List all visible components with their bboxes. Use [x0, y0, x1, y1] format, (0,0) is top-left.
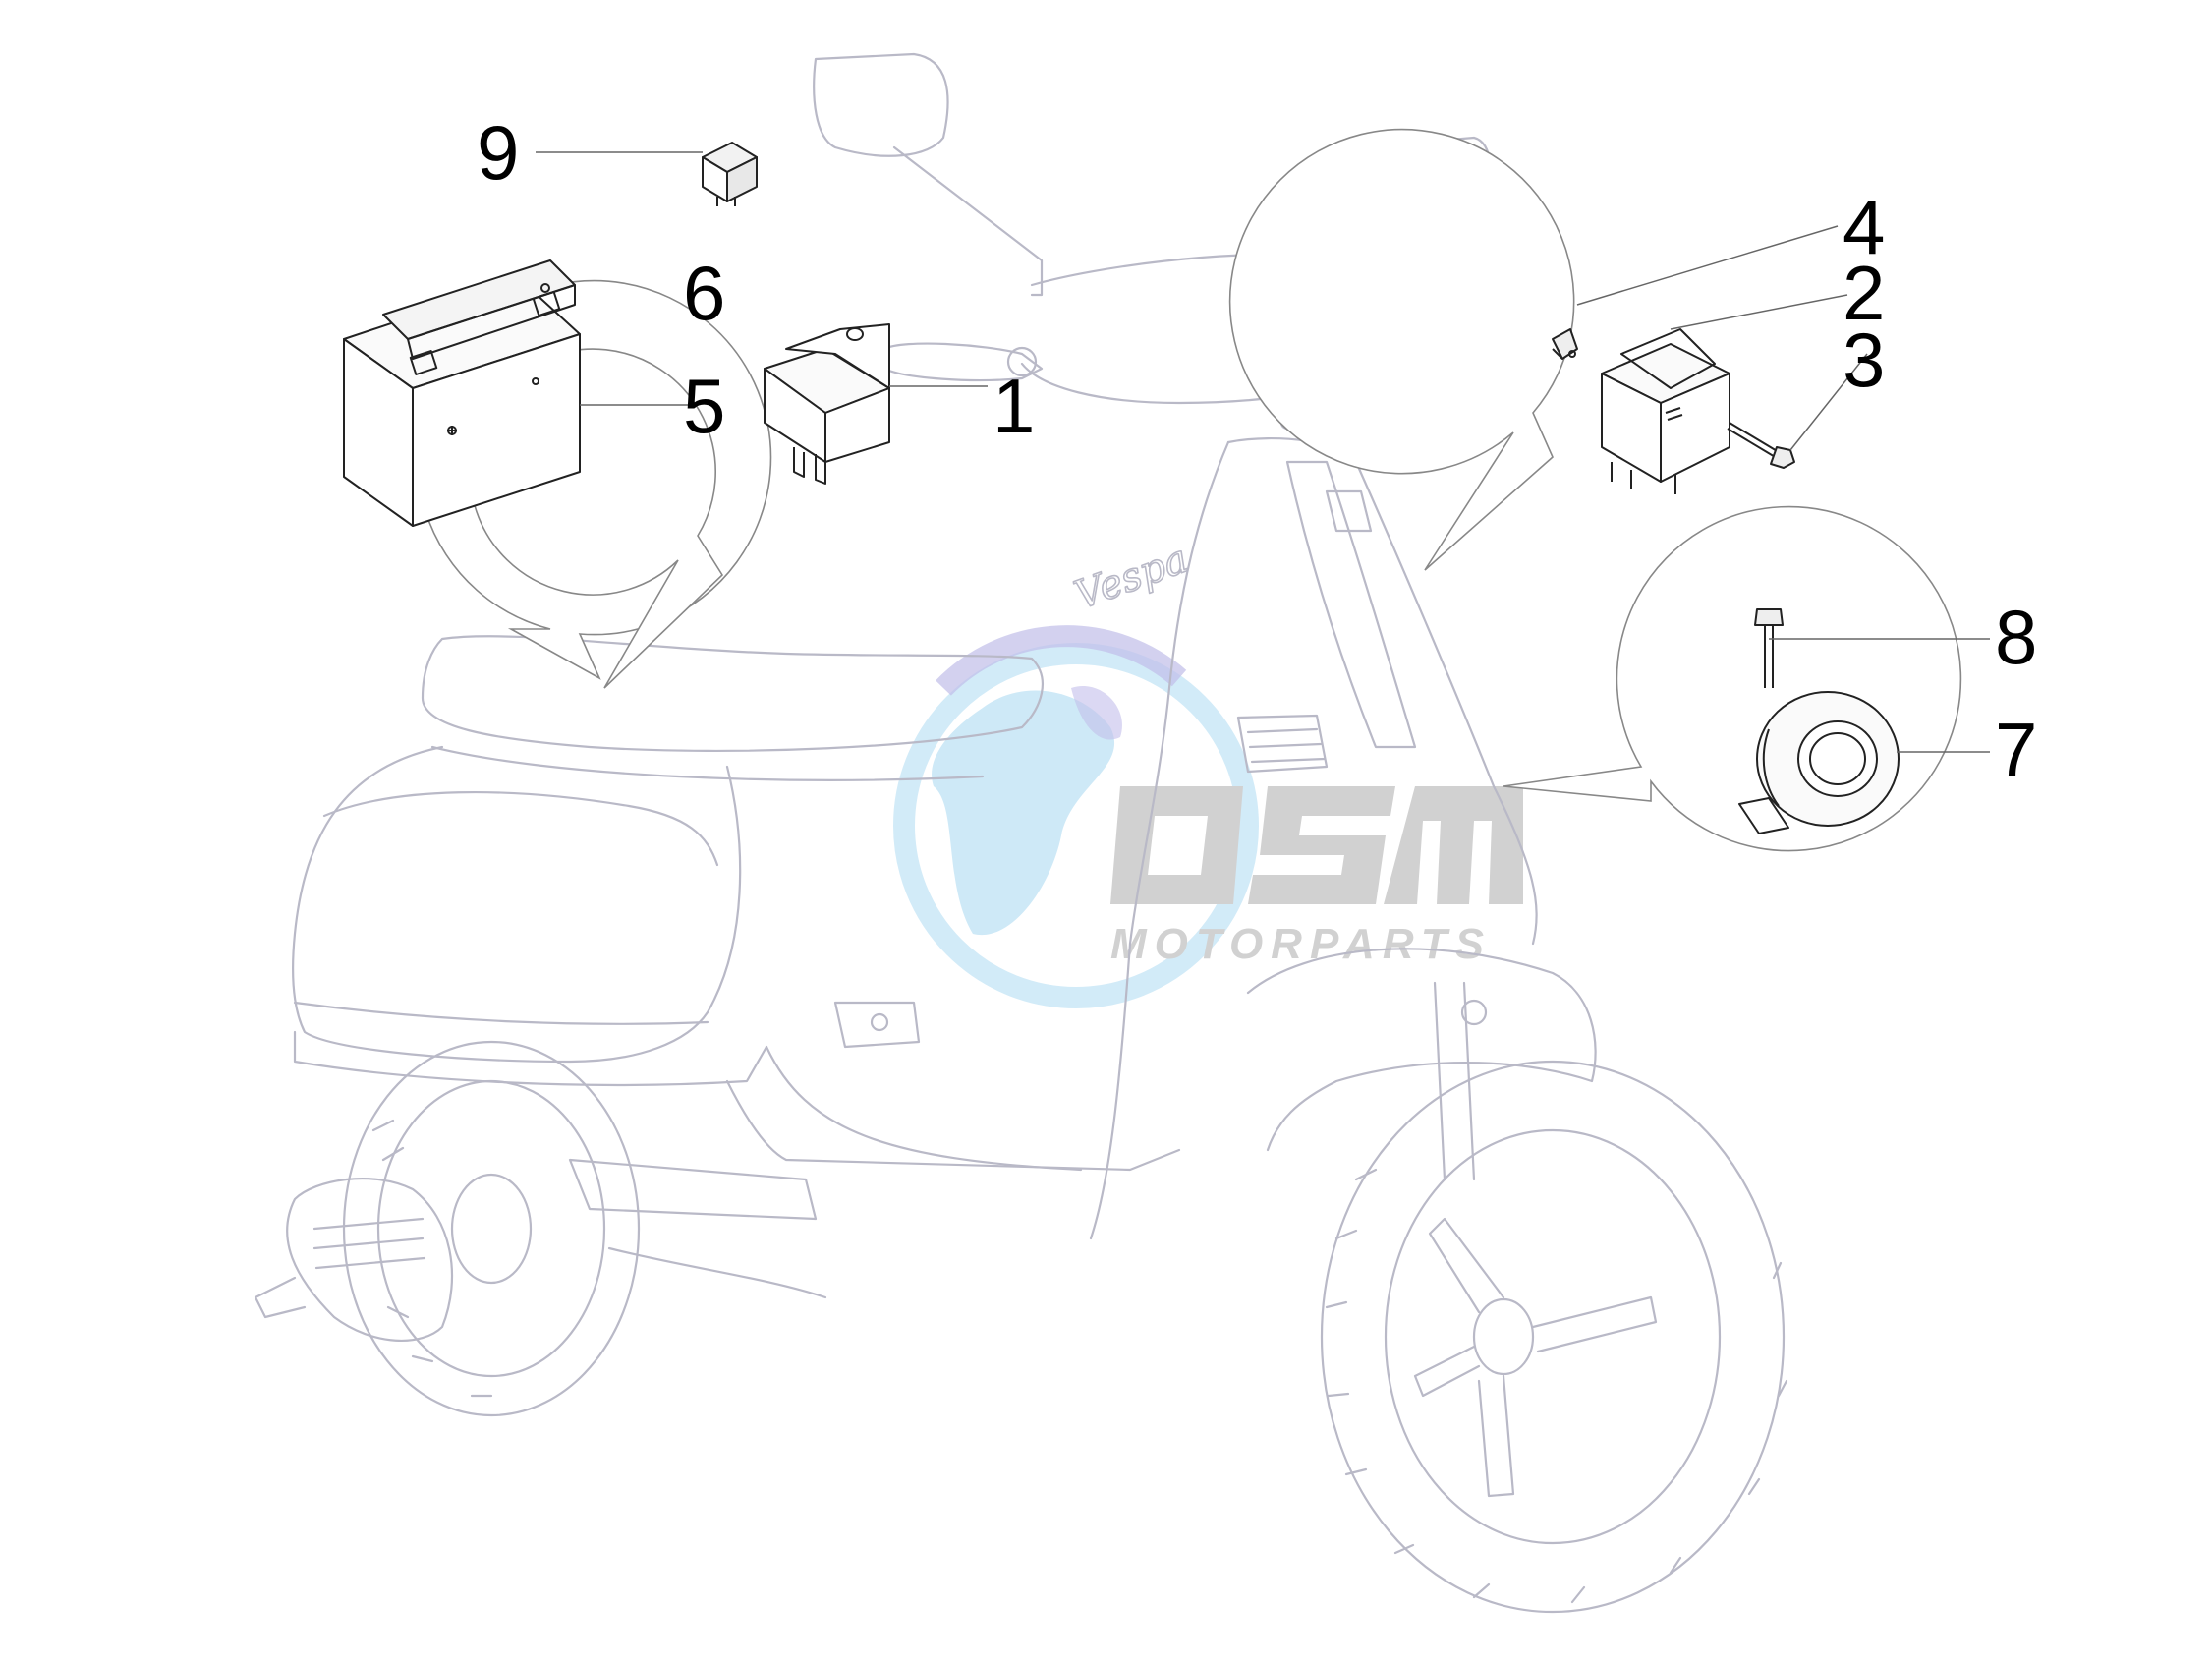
- watermark-subtext: MOTORPARTS: [1110, 920, 1492, 968]
- callout-lines: [536, 151, 1990, 753]
- exhaust: [286, 1178, 454, 1342]
- vespa-badge: Vespa: [1069, 537, 1194, 619]
- callout-1: 1: [993, 363, 1035, 449]
- bolt-part-8: [1754, 608, 1784, 688]
- callout-7: 7: [1995, 707, 2037, 793]
- rear-wheel: [342, 1040, 641, 1417]
- bracket-clip-part-4: [1552, 328, 1578, 360]
- bolt-part-3: [1727, 422, 1795, 469]
- relay-part-1: [764, 323, 890, 485]
- flasher-detail-bubble: [1228, 128, 1575, 571]
- callout-2: 2: [1843, 250, 1885, 336]
- horn-detail-bubble: [1503, 505, 1962, 852]
- globe-logo-icon: [893, 625, 1259, 1008]
- callout-5: 5: [683, 363, 725, 449]
- callout-numbers: 9 6 5 1 4 2 3 8 7: [477, 109, 2037, 793]
- callout-9: 9: [477, 109, 519, 196]
- left-mirror: [813, 52, 949, 157]
- callout-4: 4: [1843, 184, 1885, 270]
- horn-part-7: [1738, 691, 1900, 834]
- callout-6: 6: [683, 250, 725, 336]
- seat: [421, 635, 1044, 753]
- front-wheel: [1320, 1060, 1788, 1614]
- watermark: MOTORPARTS: [893, 625, 1523, 1008]
- callout-8: 8: [1995, 594, 2037, 680]
- parts: [343, 142, 1900, 834]
- osm-logo-letters: [1110, 786, 1523, 904]
- callout-3: 3: [1843, 316, 1885, 403]
- detail-bubbles: [416, 128, 1962, 852]
- small-relay-part-9: [702, 142, 758, 206]
- rear-body: [291, 745, 742, 1064]
- battery-part-5: [343, 259, 581, 527]
- flasher-relay-part-2: [1601, 328, 1730, 494]
